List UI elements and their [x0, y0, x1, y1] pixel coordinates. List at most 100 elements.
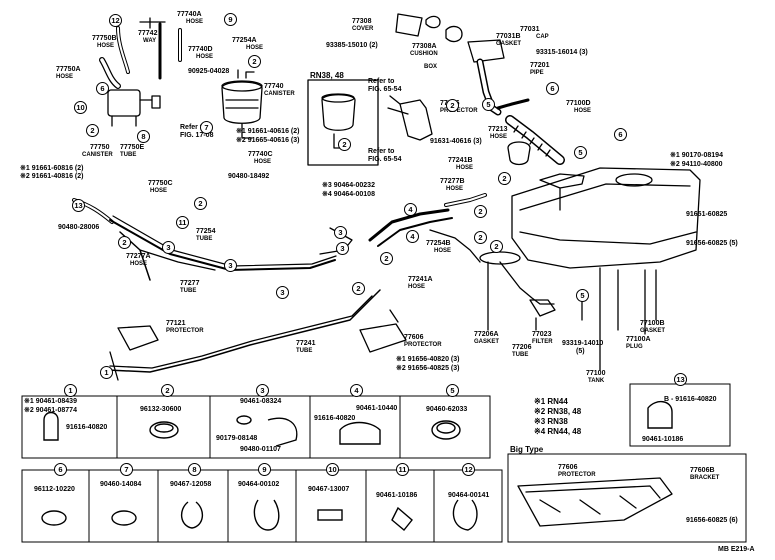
callout-6c: 6 — [614, 128, 627, 141]
label-77213-name: HOSE — [490, 134, 508, 140]
label-90464-00232: ※3 90464-00232 — [322, 182, 375, 189]
label-77308-num: 77308 — [352, 18, 372, 25]
label-77206a-name: GASKET — [474, 339, 500, 345]
table-callout-9: 9 — [258, 463, 271, 476]
table1-c1-a: ※1 90461-08439 — [24, 398, 77, 405]
label-77241-name: TUBE — [296, 348, 313, 354]
figure-code: MB E219-A — [718, 546, 755, 553]
label-refer6554a-a: Refer to — [368, 78, 395, 85]
clamp-2-glyph — [149, 421, 179, 439]
label-77277-name: TUBE — [180, 288, 197, 294]
label-bt-77606-name: PROTECTOR — [558, 472, 596, 478]
label-77750-name: CANISTER — [82, 152, 113, 158]
label-77308-name: COVER — [352, 26, 374, 32]
table-callout-5: 5 — [446, 384, 459, 397]
label-93385: 93385-15010 (2) — [326, 42, 378, 49]
label-77277b-num: 77277B — [440, 178, 465, 185]
label-77201-name: BOX — [424, 64, 438, 70]
label-77100b-num: 77100B — [640, 320, 665, 327]
callout-10: 10 — [74, 101, 87, 114]
label-77750a-name: HOSE — [56, 74, 74, 80]
table1-c4-b: 90461-10440 — [356, 405, 398, 412]
label-77206a-num: 77206A — [474, 331, 499, 338]
canister-body — [221, 81, 263, 124]
label-77213-num: 77213 — [488, 126, 508, 133]
clamp-10-glyph — [317, 509, 343, 521]
callout-2h: 2 — [474, 205, 487, 218]
label-77277-num: 77277 — [180, 280, 200, 287]
label-rn3848: RN38, 48 — [310, 71, 344, 80]
table1-c3-b: 90179-08148 — [216, 435, 258, 442]
label-91631: 91631-40616 (3) — [430, 138, 482, 145]
legend-2: ※2 RN38, 48 — [534, 407, 582, 416]
table1-c3-c: 90480-01107 — [240, 446, 281, 453]
label-90464-00108: ※4 90464-00108 — [322, 191, 375, 198]
label-77740d-name: HOSE — [196, 54, 214, 60]
label-77100-name: TANK — [588, 378, 605, 384]
label-93315: 93315-16014 (3) — [536, 49, 588, 56]
callout-5b: 5 — [574, 146, 587, 159]
callout-2j: 2 — [490, 240, 503, 253]
clamp-13-glyph — [647, 401, 673, 429]
label-bt-77606b-num: 77606B — [690, 467, 715, 474]
label-77241a-num: 77241A — [408, 276, 433, 283]
legend-1: ※1 RN44 — [534, 397, 568, 406]
table2-c6: 96112-10220 — [34, 486, 75, 493]
table1-c4-a: 91616-40820 — [314, 415, 356, 422]
label-refer6554b-b: FIG. 65-54 — [368, 156, 402, 163]
clamp-11-glyph — [391, 506, 413, 531]
callout-3e: 3 — [336, 242, 349, 255]
label-77241b-name: HOSE — [456, 165, 474, 171]
label-90480-18492: 90480-18492 — [228, 173, 270, 180]
table2-c11: 90461-10186 — [376, 492, 418, 499]
table-callout-6: 6 — [54, 463, 67, 476]
label-91656-40825: ※2 91656-40825 (3) — [396, 365, 460, 372]
fuel-tank — [511, 167, 701, 269]
label-77254b-name: HOSE — [434, 248, 452, 254]
table1-c3-a: 90461-08324 — [240, 398, 282, 405]
label-91656-5: 91656-60825 (5) — [686, 240, 738, 247]
label-90925: 90925-04028 — [188, 68, 230, 75]
callout-2i: 2 — [474, 231, 487, 244]
callout-2: 2 — [248, 55, 261, 68]
label-91665-40616: ※2 91665-40616 (3) — [236, 137, 300, 144]
clamp-1-glyph — [43, 411, 59, 441]
label-77750b-name: HOSE — [97, 43, 115, 49]
table-callout-12: 12 — [462, 463, 475, 476]
label-77286-name: PROTECTOR — [440, 108, 478, 114]
clamp-9-glyph — [253, 499, 280, 531]
callout-3d: 3 — [334, 226, 347, 239]
label-77241-num: 77241 — [296, 340, 316, 347]
label-77740-num: 77740 — [264, 83, 284, 90]
label-bt-77606-num: 77606 — [558, 464, 578, 471]
label-77100d-name: HOSE — [574, 108, 592, 114]
label-77254a-name: HOSE — [246, 45, 264, 51]
table-callout-11: 11 — [396, 463, 409, 476]
clamp-4-glyph — [339, 421, 381, 445]
callout-12: 12 — [109, 14, 122, 27]
label-77023-num: 77023 — [532, 331, 552, 338]
label-77100d-num: 77100D — [566, 100, 591, 107]
callout-4b: 4 — [406, 230, 419, 243]
label-77750a-num: 77750A — [56, 66, 81, 73]
legend-4: ※4 RN44, 48 — [534, 427, 582, 436]
table-callout-4: 4 — [350, 384, 363, 397]
clamp-8-glyph — [181, 501, 203, 529]
callout-5a: 5 — [482, 98, 495, 111]
table1-c1-c: 91616-40820 — [66, 424, 108, 431]
label-77100b-name: GASKET — [640, 328, 666, 334]
label-77308a-num: 77308A — [412, 43, 437, 50]
label-77740a-name: HOSE — [186, 19, 204, 25]
label-77740-name: CANISTER — [264, 91, 295, 97]
label-93319-qty: (5) — [576, 348, 585, 355]
label-77121-num: 77121 — [166, 320, 186, 327]
label-77031-num: 77031 — [520, 26, 540, 33]
big-type-title: Big Type — [510, 445, 544, 454]
callout-8: 8 — [137, 130, 150, 143]
table-callout-3: 3 — [256, 384, 269, 397]
label-r13-b: 90461-10186 — [642, 436, 684, 443]
table2-c9: 90464-00102 — [238, 481, 280, 488]
label-77742-name: WAY — [143, 38, 157, 44]
label-77277a-name: HOSE — [130, 261, 148, 267]
